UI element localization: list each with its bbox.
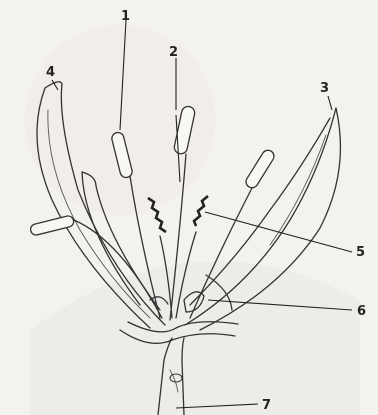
label-7: 7	[262, 398, 271, 413]
label-6: 6	[357, 304, 366, 319]
label-5: 5	[356, 245, 365, 260]
label-3: 3	[320, 81, 329, 96]
label-2: 2	[169, 45, 178, 60]
label-1: 1	[121, 9, 130, 24]
label-4: 4	[46, 65, 55, 80]
